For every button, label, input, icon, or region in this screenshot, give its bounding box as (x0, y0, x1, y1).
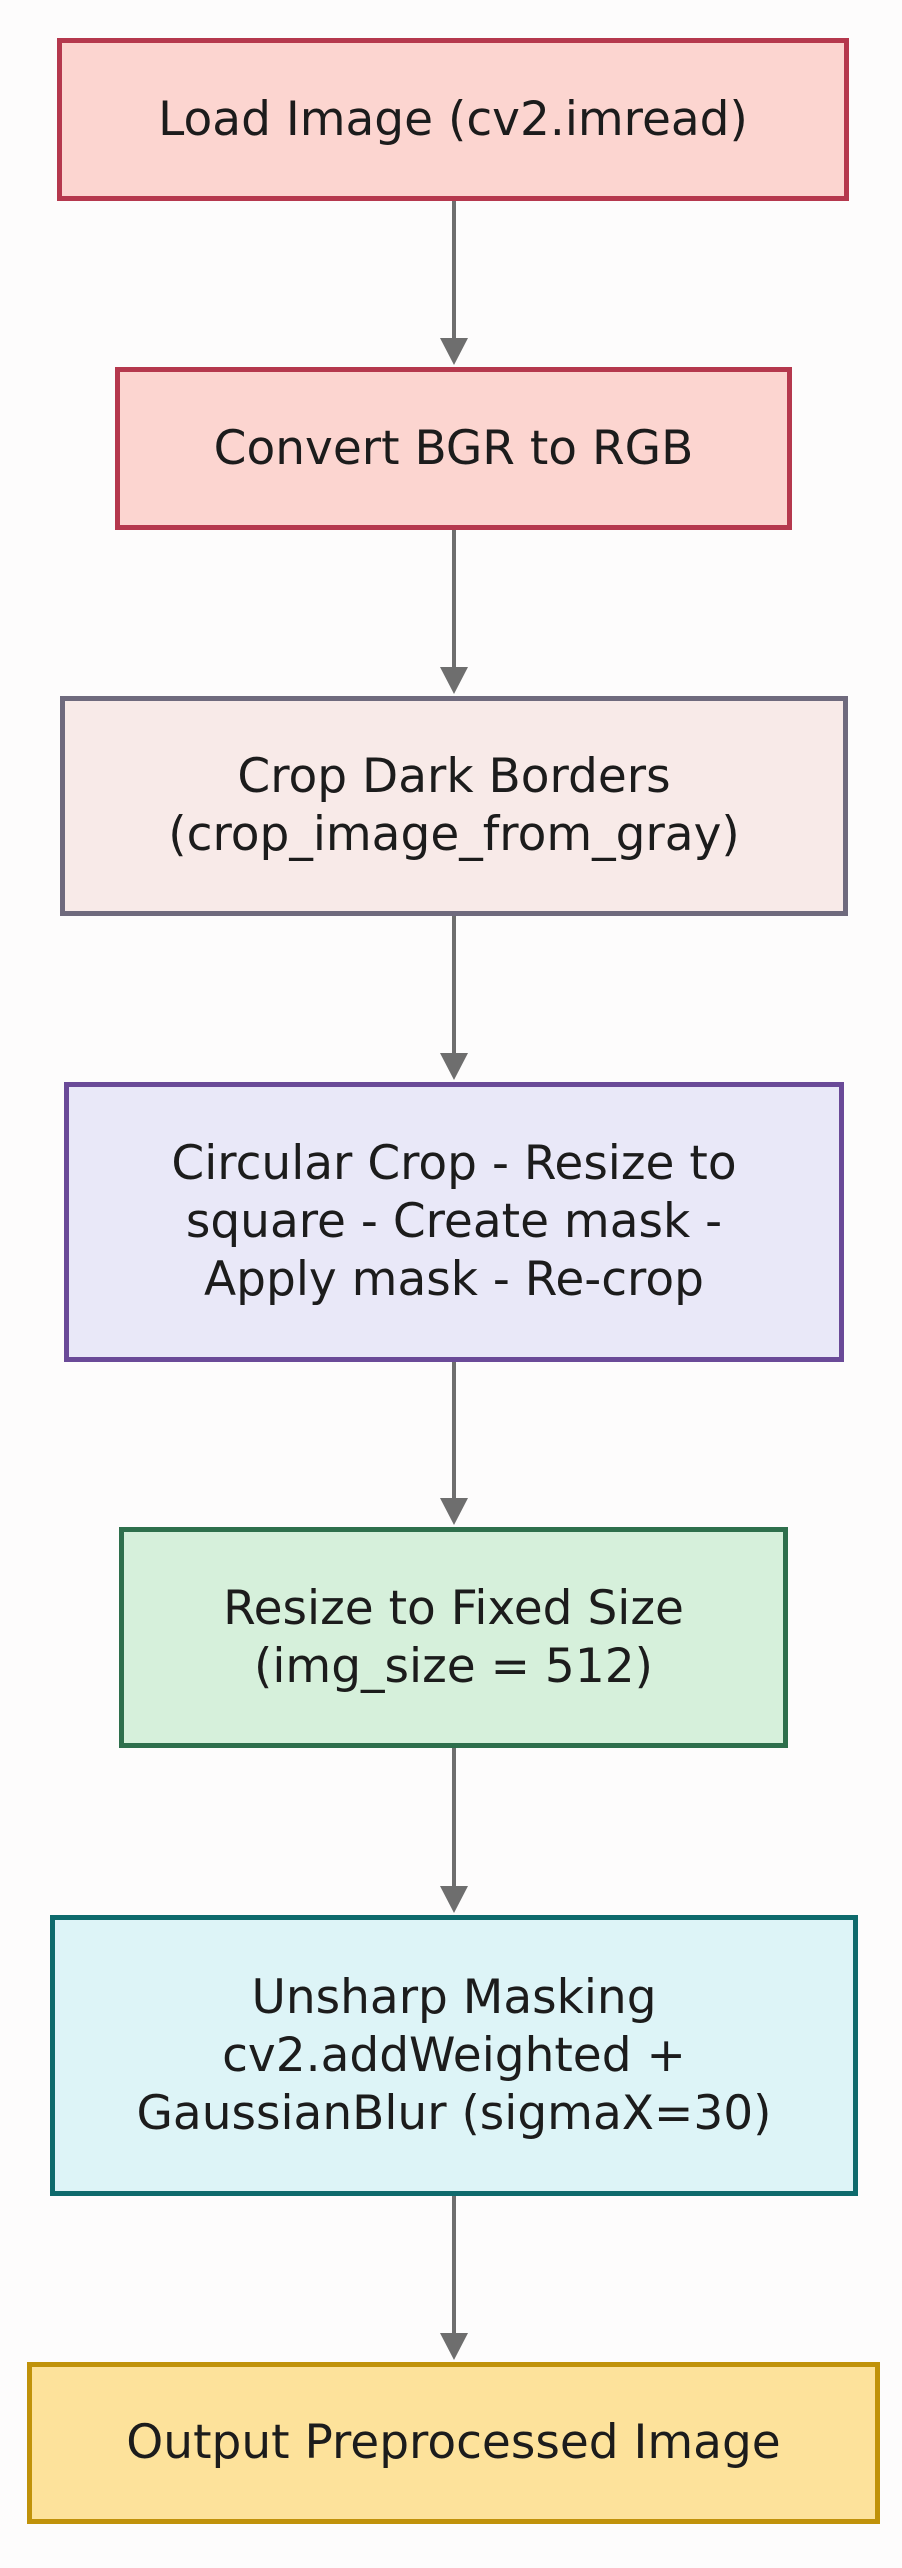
node-crop: Crop Dark Borders (crop_image_from_gray) (60, 696, 848, 916)
node-label-crop: Crop Dark Borders (crop_image_from_gray) (168, 749, 740, 862)
node-unsharp: Unsharp Masking cv2.addWeighted + Gaussi… (50, 1915, 858, 2196)
arrowhead-circular (440, 1053, 468, 1080)
node-label-circular: Circular Crop - Resize to square - Creat… (171, 1136, 737, 1307)
arrowhead-unsharp (440, 1886, 468, 1913)
node-label-convert: Convert BGR to RGB (213, 420, 694, 476)
arrowhead-crop (440, 667, 468, 694)
node-load: Load Image (cv2.imread) (57, 38, 849, 201)
node-circular: Circular Crop - Resize to square - Creat… (64, 1082, 844, 1362)
node-convert: Convert BGR to RGB (115, 367, 792, 530)
arrowhead-resize (440, 1498, 468, 1525)
node-label-output: Output Preprocessed Image (126, 2415, 781, 2470)
arrowhead-convert (440, 338, 468, 365)
node-resize: Resize to Fixed Size (img_size = 512) (119, 1527, 788, 1748)
node-label-resize: Resize to Fixed Size (img_size = 512) (223, 1580, 684, 1694)
node-output: Output Preprocessed Image (27, 2362, 880, 2524)
arrowhead-output (440, 2333, 468, 2360)
node-label-load: Load Image (cv2.imread) (158, 91, 748, 147)
node-label-unsharp: Unsharp Masking cv2.addWeighted + Gaussi… (136, 1969, 772, 2141)
